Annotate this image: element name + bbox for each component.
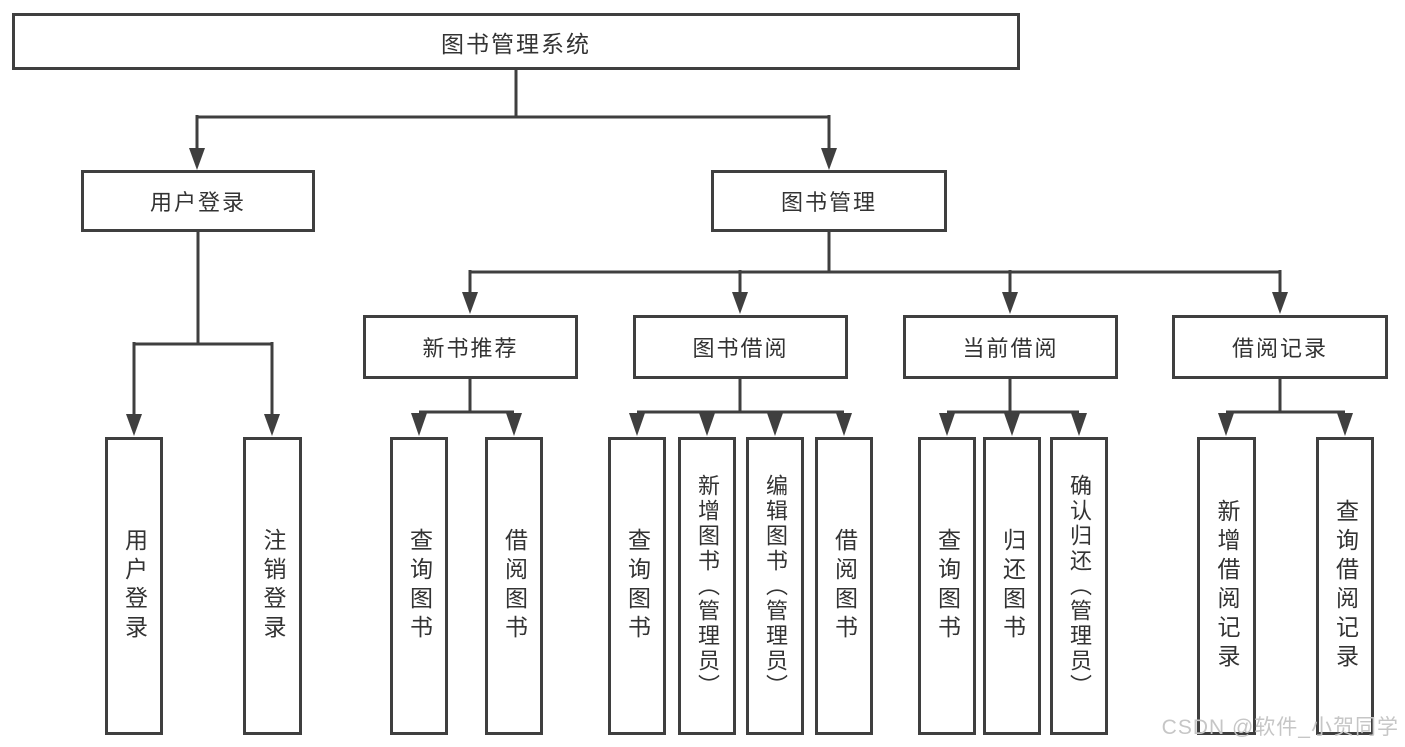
leaf-nbr-borrow-book: 借阅图书: [485, 437, 543, 735]
node-book-borrow: 图书借阅: [633, 315, 848, 379]
node-label: 新增借阅记录: [1214, 499, 1240, 673]
node-label: 确认归还（管理员）: [1067, 473, 1092, 699]
node-label: 图书管理系统: [441, 30, 591, 57]
node-label: 新增图书（管理员）: [695, 473, 720, 699]
node-label: 查询图书: [624, 528, 651, 644]
node-root: 图书管理系统: [12, 13, 1020, 70]
node-label: 查询借阅记录: [1332, 499, 1359, 673]
node-user-login: 用户登录: [81, 170, 315, 232]
leaf-logout: 注销登录: [243, 437, 302, 735]
leaf-bb-edit-book: 编辑图书（管理员）: [746, 437, 804, 735]
node-book-management: 图书管理: [711, 170, 947, 232]
node-label: 当前借阅: [962, 336, 1059, 361]
node-label: 借阅图书: [831, 528, 858, 644]
node-label: 用户登录: [149, 190, 246, 215]
node-label: 查询图书: [406, 528, 433, 644]
leaf-br-add-record: 新增借阅记录: [1197, 437, 1256, 735]
node-label: 借阅记录: [1231, 336, 1328, 361]
leaf-cb-query-book: 查询图书: [918, 437, 976, 735]
node-label: 归还图书: [999, 528, 1026, 644]
node-label: 借阅图书: [501, 528, 528, 644]
node-current-borrow: 当前借阅: [903, 315, 1118, 379]
leaf-bb-add-book: 新增图书（管理员）: [678, 437, 736, 735]
leaf-br-query-record: 查询借阅记录: [1316, 437, 1374, 735]
node-label: 查询图书: [934, 528, 961, 644]
node-label: 图书管理: [780, 190, 877, 215]
watermark: CSDN @软件_小贺同学: [1161, 716, 1399, 739]
leaf-user-login: 用户登录: [105, 437, 163, 735]
leaf-bb-borrow-book: 借阅图书: [815, 437, 873, 735]
leaf-nbr-query-book: 查询图书: [390, 437, 448, 735]
leaf-cb-return-book: 归还图书: [983, 437, 1041, 735]
leaf-bb-query-book: 查询图书: [608, 437, 666, 735]
leaf-cb-confirm-return: 确认归还（管理员）: [1050, 437, 1108, 735]
node-label: 新书推荐: [422, 336, 519, 361]
node-new-book-recommend: 新书推荐: [363, 315, 578, 379]
node-borrow-records: 借阅记录: [1172, 315, 1388, 379]
node-label: 注销登录: [260, 528, 286, 644]
node-label: 编辑图书（管理员）: [763, 473, 788, 699]
node-label: 图书借阅: [692, 336, 789, 361]
node-label: 用户登录: [121, 528, 148, 644]
